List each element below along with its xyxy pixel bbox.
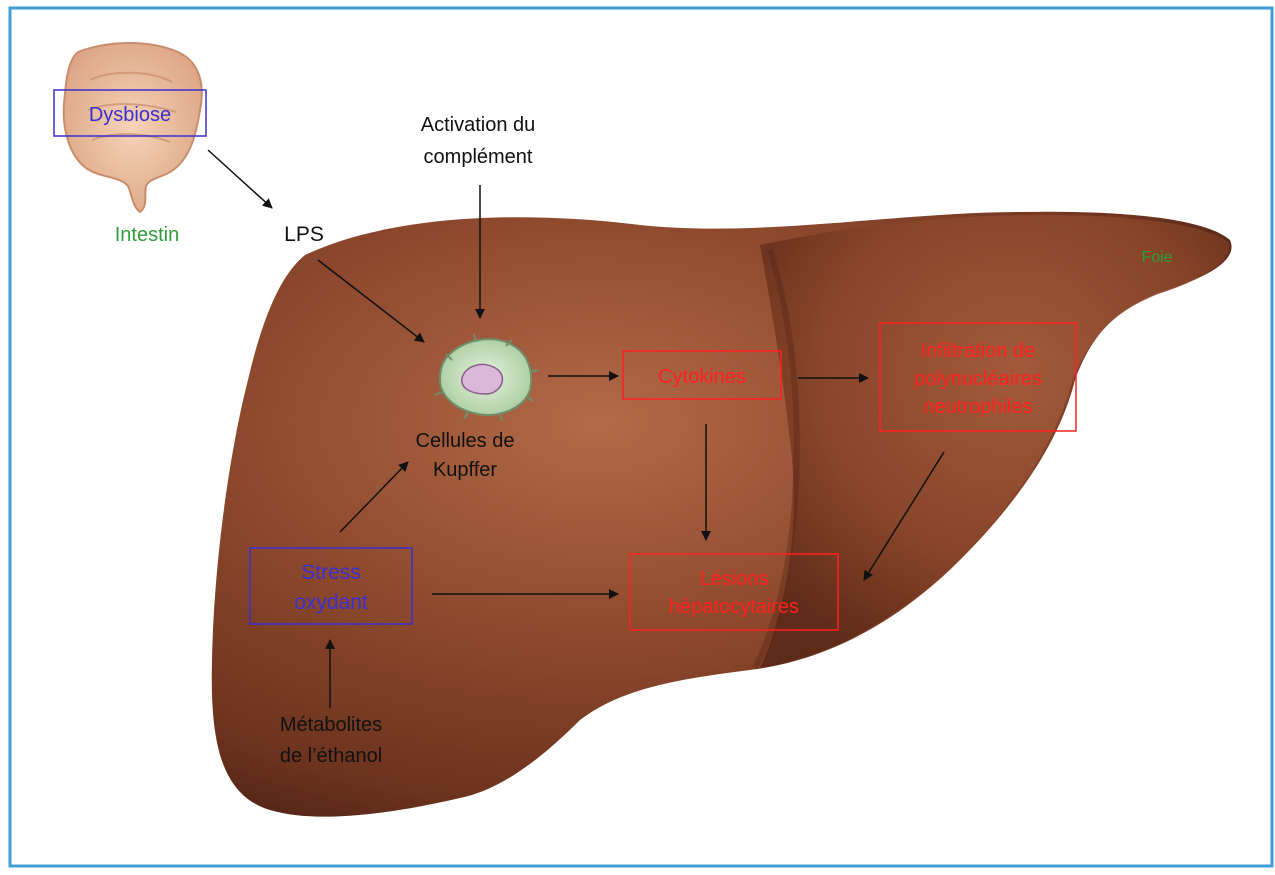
infiltration-label-line2: polynucléaires bbox=[914, 368, 1042, 390]
lesions-label-line1: Lésions bbox=[700, 568, 769, 590]
intestin-label: Intestin bbox=[115, 224, 179, 246]
dysbiose-label: Dysbiose bbox=[89, 104, 171, 126]
kupffer-label-line1: Cellules de bbox=[416, 430, 515, 452]
activation-label-line1: Activation du bbox=[421, 114, 536, 136]
metabolites-label-line1: Métabolites bbox=[280, 714, 382, 736]
cytokines-label: Cytokines bbox=[658, 366, 746, 388]
kupffer-label-line2: Kupffer bbox=[433, 459, 497, 481]
infiltration-label-line1: Infiltration de bbox=[921, 340, 1036, 362]
lps-label: LPS bbox=[284, 223, 324, 246]
activation-label-line2: complément bbox=[424, 146, 533, 168]
stress-label-line2: oxydant bbox=[294, 591, 368, 614]
foie-label: Foie bbox=[1141, 249, 1172, 266]
stress-label-line1: Stress bbox=[301, 561, 361, 584]
lesions-label-line2: hépatocytaires bbox=[669, 596, 799, 618]
infiltration-label-line3: neutrophiles bbox=[924, 396, 1033, 418]
metabolites-label-line2: de l’éthanol bbox=[280, 745, 382, 767]
